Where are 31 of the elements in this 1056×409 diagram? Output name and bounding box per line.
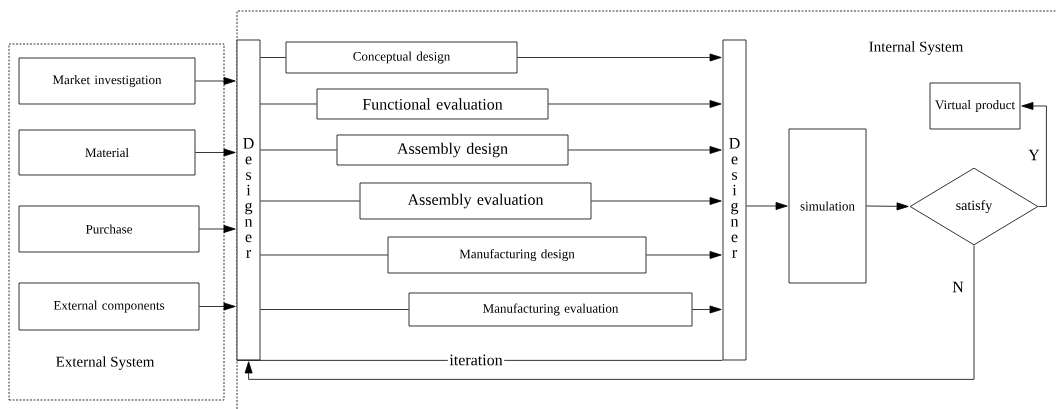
- arrow: [591, 197, 722, 205]
- process-box: Assembly evaluation: [359, 182, 592, 220]
- process-box: Manufacturing design: [387, 236, 647, 274]
- process-box: External components: [18, 282, 200, 331]
- designer-bar: Designer: [722, 39, 747, 361]
- arrow: [195, 77, 236, 85]
- designer-bar: Designer: [236, 39, 261, 361]
- arrow: [646, 251, 722, 259]
- arrow: [866, 202, 909, 211]
- arrow: [1021, 102, 1047, 207]
- edge-label: N: [950, 280, 966, 294]
- arrow: [548, 100, 722, 108]
- arrow: [195, 148, 236, 157]
- process-box: Functional evaluation: [316, 88, 549, 120]
- simulation-box: simulation: [788, 128, 867, 284]
- process-box: Material: [18, 129, 196, 176]
- edge-label: Y: [1026, 148, 1042, 162]
- process-box: Manufacturing evaluation: [408, 292, 693, 327]
- process-box: Conceptual design: [285, 41, 518, 74]
- arrow: [517, 53, 722, 62]
- arrow: [692, 305, 722, 314]
- arrow: [199, 225, 236, 233]
- arrow: [746, 202, 788, 210]
- arrow: [199, 302, 236, 311]
- arrow: [568, 146, 722, 154]
- process-box: Market investigation: [18, 57, 196, 105]
- process-box: Assembly design: [336, 134, 569, 166]
- edge-label: iteration: [447, 353, 505, 367]
- process-box: Purchase: [18, 205, 200, 253]
- output-box: Virtual product: [929, 82, 1021, 130]
- arrow: [244, 245, 975, 380]
